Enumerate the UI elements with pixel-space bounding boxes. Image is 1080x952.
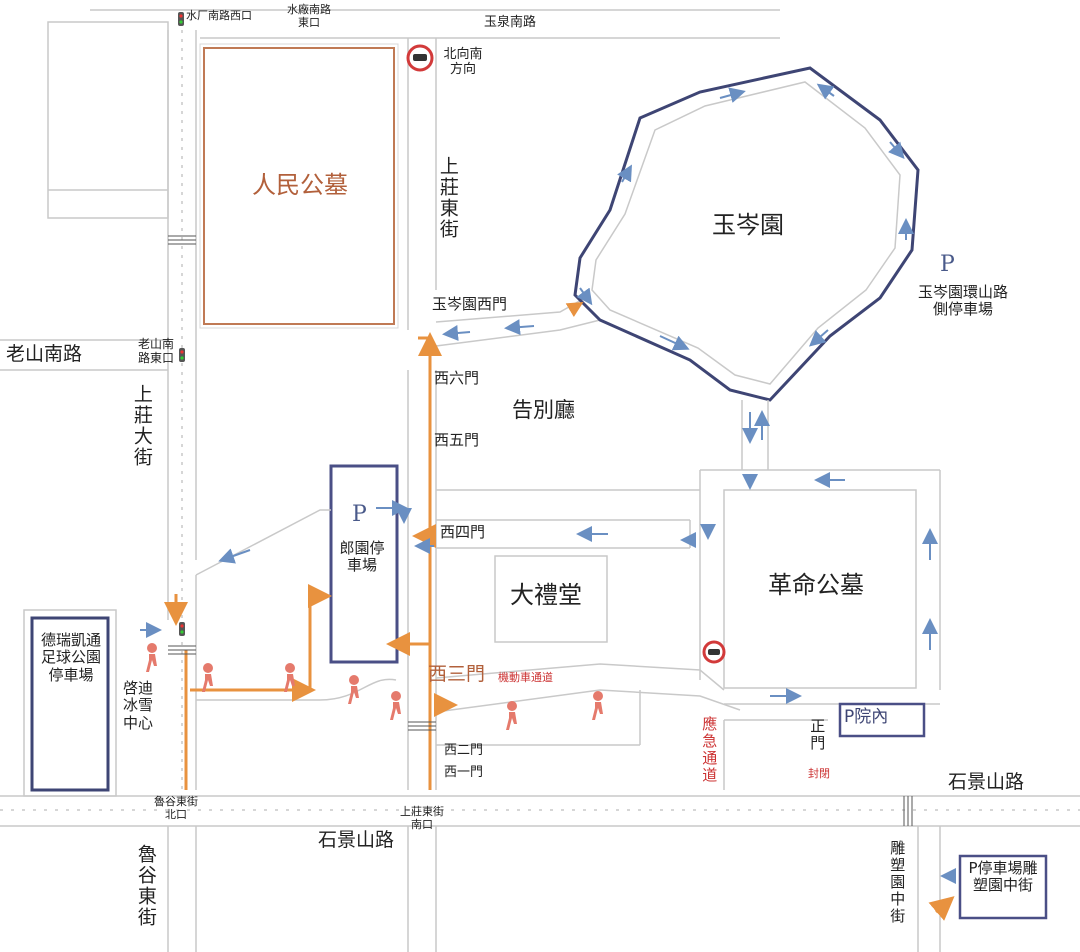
- label-diaosu-parking: P停車場雕塑園中街: [968, 859, 1038, 895]
- label-beixiang-nan: 北向南方向: [443, 47, 483, 77]
- label-qidi-bingxue: 啓迪冰雪中心: [122, 679, 153, 732]
- pedestrian-icon: [146, 643, 603, 730]
- label-langyuan-parking: 郎園停車場: [339, 539, 385, 575]
- langyuan-parking-outline: [329, 464, 399, 664]
- label-xi-er-men: 西二門: [444, 743, 484, 758]
- no-car-icon: [406, 44, 726, 664]
- label-geming-gongmu: 革命公墓: [768, 571, 864, 599]
- label-xi-yi-men: 西一門: [444, 765, 484, 780]
- road-shangzhuang-dongjie: [407, 38, 437, 790]
- label-yuling-xi-men: 玉岑園西門: [432, 295, 508, 313]
- label-shangzhuang-dajie: 上莊大街: [130, 384, 153, 468]
- geming-gongmu-outline: [723, 470, 941, 705]
- label-jidongche-tongdao: 機動車通道: [498, 671, 553, 684]
- yuling-loop-road: [573, 66, 920, 402]
- label-shangzhuang-dongjie: 上莊東街: [436, 156, 459, 240]
- diaosu-parking-outline: [958, 854, 1048, 920]
- left-building: [47, 21, 169, 219]
- label-renmin-gongmu: 人民公墓: [252, 171, 348, 199]
- label-p-yuan-nei: P院內: [844, 707, 889, 727]
- label-yuquan-nanlu: 玉泉南路: [484, 15, 537, 30]
- road-shijingshan-lu: [0, 795, 1080, 827]
- inner-area-roads: [435, 519, 828, 790]
- label-shangzhuang-dong-nan: 上莊東街南口: [400, 805, 444, 831]
- derui-parking-outline: [30, 616, 110, 792]
- road-shangzhuang-dajie: [167, 30, 197, 790]
- label-yuling-yuan: 玉岑園: [712, 211, 784, 239]
- label-xi-wu-men: 西五門: [434, 431, 480, 449]
- label-xi-liu-men: 西六門: [434, 369, 480, 387]
- label-zheng-men: 正門: [808, 718, 827, 752]
- label-shuichang-nanlu-xi: 水厂南路西口: [186, 9, 252, 22]
- traffic-light-icon: [178, 12, 185, 636]
- label-yuling-parking: 玉岑園環山路側停車場: [918, 283, 1009, 319]
- road-laoshan-nanlu: [0, 339, 168, 371]
- label-langyuan-p: P: [352, 502, 367, 527]
- yuling-orange-arrow: [565, 301, 584, 318]
- label-laoshan-nanlu-dong: 老山南路東口: [137, 337, 174, 365]
- label-xi-san-men: 西三門: [428, 663, 486, 685]
- dali-tang-outline: [494, 555, 608, 643]
- label-shijingshan-lu-2: 石景山路: [318, 829, 395, 851]
- label-fengbi: 封閉: [808, 767, 830, 780]
- label-dali-tang: 大禮堂: [510, 581, 582, 609]
- label-shijingshan-lu-1: 石景山路: [948, 771, 1025, 793]
- left-middle-roads: [195, 509, 397, 790]
- label-shuichang-nanlu-dong: 水廠南路東口: [287, 3, 331, 29]
- label-yingji-tongdao: 應急通道: [700, 716, 719, 784]
- label-diaosu-yuan-zhongjie: 雕塑園中街: [888, 840, 907, 925]
- label-lugu-dongjie-bei: 魯谷東街北口: [154, 795, 198, 821]
- p-yuan-nei-outline: [838, 702, 926, 738]
- orange-routes: [164, 332, 955, 921]
- renmin-gongmu-outline: [203, 47, 395, 325]
- label-yuling-p: P: [940, 252, 955, 277]
- renmin-gongmu-frame: [199, 43, 399, 329]
- label-laoshan-nanlu: 老山南路: [6, 343, 83, 365]
- crosswalks: [168, 235, 913, 826]
- blue-direction-arrows: [140, 83, 956, 884]
- road-yuquan-nanlu: [90, 9, 780, 39]
- label-derui-parking: 德瑞凱通足球公園停車場: [40, 631, 101, 684]
- lower-vertical-roads: [167, 826, 941, 952]
- label-lugu-dongjie: 魯谷東街: [134, 844, 157, 928]
- label-gaobie-ting: 告別廳: [512, 398, 575, 422]
- label-xi-si-men: 西四門: [440, 523, 486, 541]
